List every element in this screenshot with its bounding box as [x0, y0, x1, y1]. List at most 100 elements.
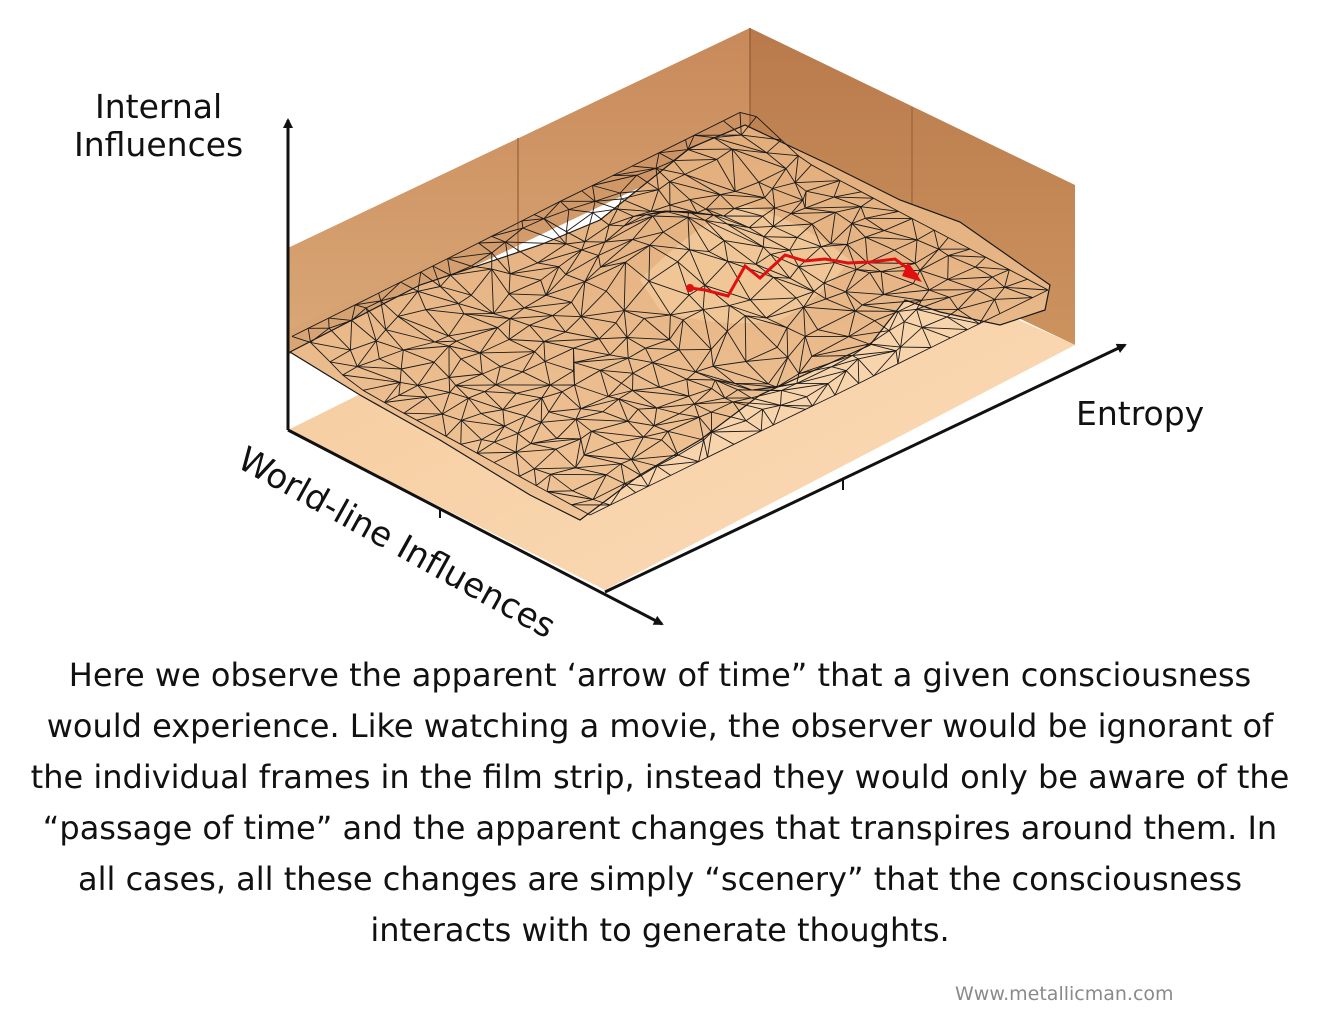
mesh-edge — [384, 394, 400, 403]
mesh-edge — [647, 465, 658, 487]
mesh-edge — [911, 218, 918, 240]
mesh-edge — [845, 358, 859, 372]
time-path — [689, 253, 919, 298]
mesh-edge — [573, 338, 600, 349]
mesh-edge — [704, 220, 725, 241]
mesh-edge — [673, 149, 689, 161]
mesh-edge — [677, 439, 704, 456]
mesh-edge — [938, 237, 949, 250]
mesh-edge — [770, 253, 799, 268]
mesh-edge — [417, 291, 427, 310]
mesh-edge — [484, 384, 497, 392]
mesh-edge — [357, 366, 401, 383]
mesh-edge — [581, 316, 616, 324]
mesh-edge — [621, 372, 634, 384]
mesh-edge — [712, 365, 769, 385]
mesh-edge — [857, 358, 860, 384]
mesh-edge — [652, 362, 660, 388]
mesh-edge — [433, 345, 450, 363]
mesh-edge — [705, 208, 735, 210]
mesh-edge — [598, 241, 606, 256]
mesh-edge — [565, 243, 582, 251]
mesh-edge — [772, 188, 804, 201]
mesh-edge — [397, 315, 449, 337]
mesh-edge — [546, 474, 551, 492]
mesh-edge — [420, 271, 441, 287]
mesh-edge — [580, 438, 585, 456]
mesh-edge — [310, 342, 331, 363]
mesh-edge — [447, 252, 492, 260]
mesh-edge — [652, 215, 664, 233]
mesh-edge — [540, 411, 550, 423]
mesh-edge — [509, 318, 530, 326]
mesh-edge — [947, 266, 976, 280]
mesh-edge — [835, 211, 853, 224]
mesh-edge — [643, 425, 655, 438]
mesh-edge — [558, 249, 582, 268]
mesh-edge — [713, 134, 742, 139]
mesh-edge — [592, 201, 596, 213]
mesh-edge — [591, 430, 616, 444]
mesh-edge — [598, 322, 617, 340]
mesh-edge — [833, 180, 841, 198]
mesh-edge — [744, 315, 747, 362]
mesh-edge — [655, 152, 660, 169]
mesh-edge — [468, 397, 482, 414]
mesh-edge — [575, 418, 628, 422]
mesh-edge — [508, 324, 530, 340]
mesh-edge — [689, 249, 706, 286]
mesh-edge — [664, 210, 689, 218]
mesh-edge — [625, 244, 651, 263]
mesh-edge — [598, 255, 601, 268]
mesh-edge — [584, 266, 601, 282]
mesh-edge — [994, 299, 1001, 314]
mesh-edge — [975, 266, 993, 278]
mesh-edge — [748, 215, 763, 228]
mesh-edge — [682, 309, 704, 321]
mesh-edge — [607, 382, 622, 397]
mesh-edge — [617, 208, 652, 212]
mesh-edge — [515, 443, 532, 453]
mesh-edge — [762, 409, 774, 426]
mesh-edge — [537, 262, 559, 268]
mesh-edge — [632, 390, 657, 409]
mesh-edge — [342, 366, 358, 376]
mesh-edge — [874, 310, 899, 322]
mesh-edge — [519, 475, 537, 486]
mesh-edge — [599, 370, 609, 397]
mesh-edge — [811, 343, 870, 357]
mesh-edge — [447, 258, 472, 267]
mesh-edge — [524, 307, 553, 317]
mesh-edge — [649, 244, 678, 263]
mesh-edge — [376, 340, 404, 351]
mesh-edge — [398, 394, 428, 398]
mesh-edge — [994, 287, 1005, 300]
mesh-edge — [515, 452, 520, 477]
mesh-edge — [762, 236, 765, 247]
mesh-edge — [426, 396, 443, 415]
mesh-edge — [631, 459, 642, 476]
mesh-edge — [606, 463, 622, 476]
mesh-edge — [502, 409, 505, 427]
mesh-edge — [817, 310, 856, 331]
mesh-edge — [790, 207, 806, 215]
mesh-edge — [400, 281, 419, 292]
mesh-edge — [624, 310, 645, 319]
mesh-edge — [291, 327, 309, 337]
mesh-edge — [399, 368, 402, 383]
mesh-edge — [328, 317, 352, 321]
mesh-edge — [688, 395, 695, 405]
mesh-edge — [537, 249, 582, 264]
mesh-edge — [1009, 269, 1028, 280]
mesh-edge — [573, 348, 575, 363]
mesh-edge — [669, 204, 698, 214]
mesh-edge — [794, 182, 804, 201]
mesh-edge — [627, 347, 646, 359]
mesh-edge — [689, 249, 728, 262]
mesh-edge — [550, 473, 607, 476]
mesh-edge — [328, 304, 356, 319]
back-wall-upper — [288, 28, 750, 330]
mesh-edge — [656, 407, 680, 415]
mesh-edge — [632, 362, 653, 374]
mesh-edge — [773, 223, 813, 227]
